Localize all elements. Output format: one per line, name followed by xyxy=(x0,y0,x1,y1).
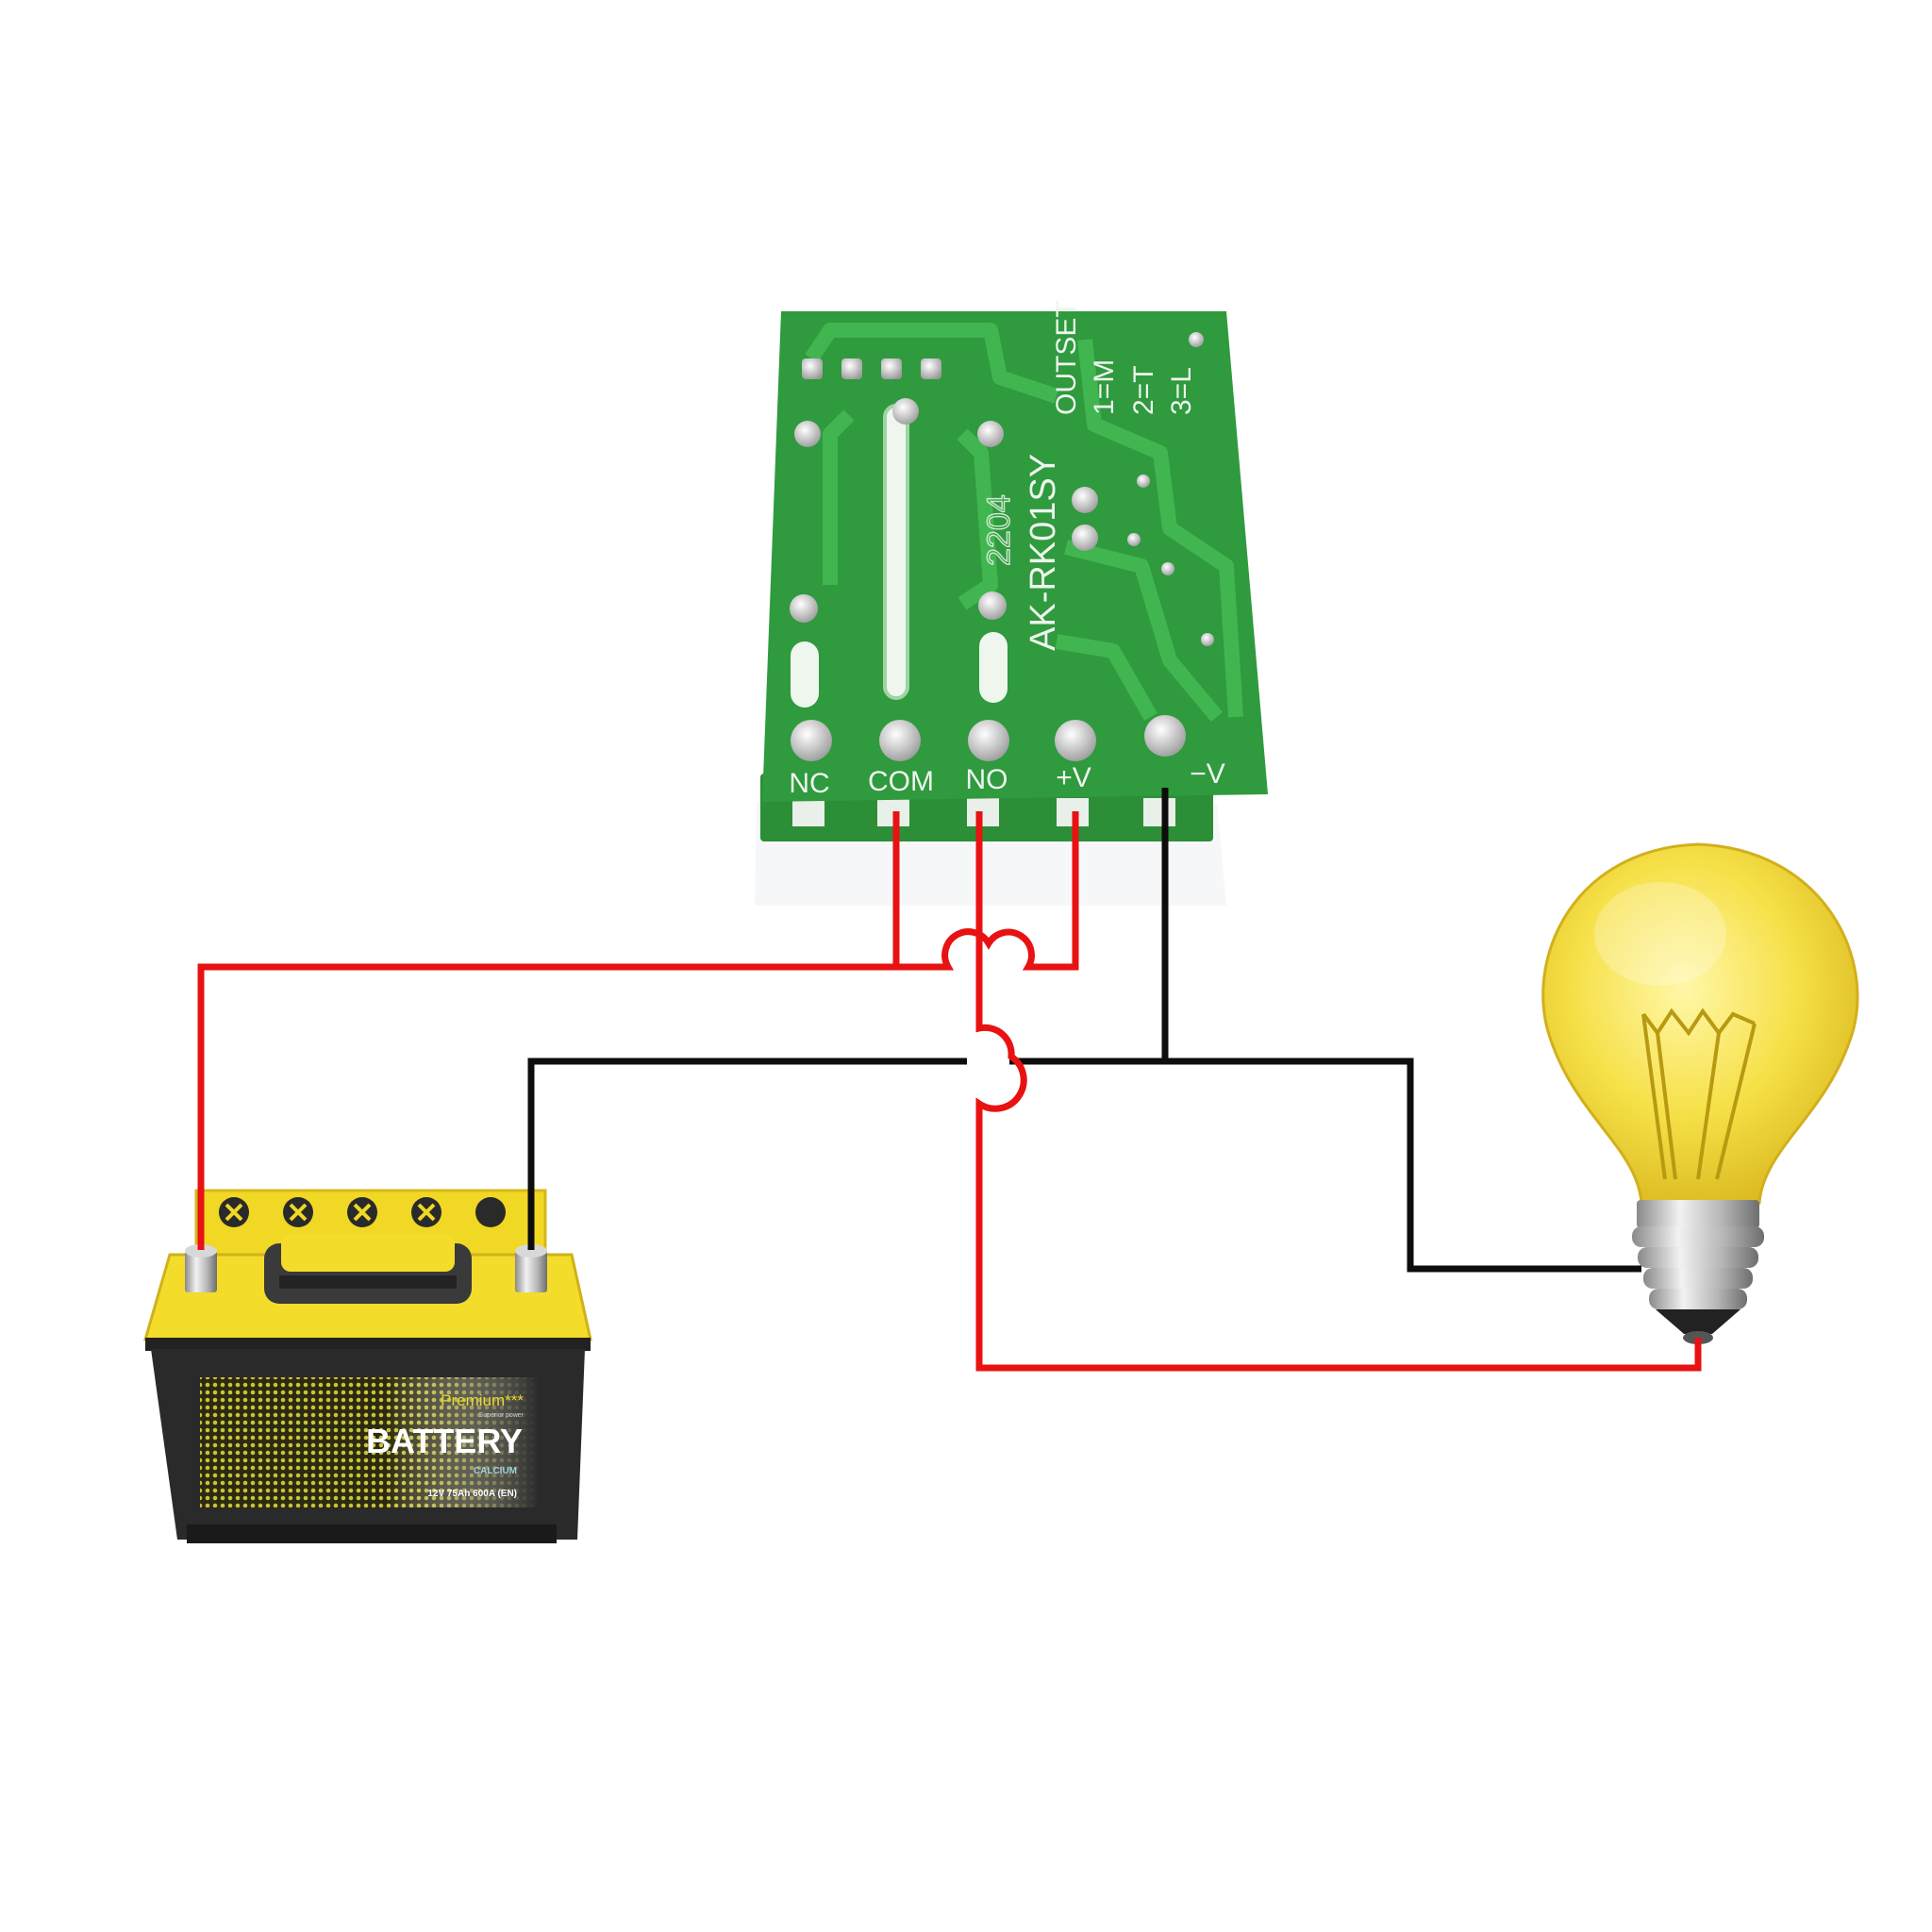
bulb-filament xyxy=(1641,1008,1757,1180)
battery: Premium*** Superior power BATTERY CALCIU… xyxy=(143,1189,592,1543)
outset-option-1: 1=M xyxy=(1089,359,1120,415)
screw-terminals xyxy=(791,715,1186,761)
wire-no-to-bulb xyxy=(975,811,1702,1372)
wire-com-to-plus-v xyxy=(896,811,1079,971)
battery-tagline: Superior power xyxy=(479,1412,525,1419)
battery-type: CALCIUM xyxy=(474,1466,517,1476)
bulb-globe xyxy=(1541,842,1859,1205)
wiring xyxy=(197,788,1702,1372)
bulb-base xyxy=(1632,1200,1764,1344)
wire-battery-negative xyxy=(527,1058,967,1250)
relay-slot xyxy=(883,404,909,700)
wire-battery-positive xyxy=(197,811,900,1250)
outset-option-2: 2=T xyxy=(1128,365,1159,415)
board-date-code: 2204 xyxy=(981,494,1017,566)
negative-wires xyxy=(527,788,1641,1273)
terminal-label-minus-v: −V xyxy=(1190,758,1225,790)
wire-relay-minus-v xyxy=(1161,788,1641,1273)
oval-slot-mid xyxy=(979,632,1008,703)
battery-spec: 12V 75Ah 600A (EN) xyxy=(427,1489,517,1499)
battery-handle xyxy=(264,1234,472,1304)
light-bulb-icon xyxy=(1541,842,1859,1344)
relay-board: NC COM NO +V −V AK-RK01SY 2204 OUTSET 1=… xyxy=(755,300,1268,906)
terminal-label-no: NO xyxy=(966,764,1008,795)
terminal-label-nc: NC xyxy=(789,768,829,799)
terminal-label-com: COM xyxy=(868,766,934,797)
positive-wires xyxy=(197,811,1702,1372)
terminal-label-plus-v: +V xyxy=(1056,762,1091,793)
outset-option-3: 3=L xyxy=(1166,367,1197,415)
battery-foot xyxy=(187,1524,557,1543)
solder-pads xyxy=(790,332,1214,646)
battery-label: Premium*** Superior power BATTERY CALCIU… xyxy=(200,1377,538,1507)
outset-title: OUTSET xyxy=(1051,300,1082,415)
board-model: AK-RK01SY xyxy=(1024,454,1063,651)
battery-brand: Premium*** xyxy=(441,1391,524,1409)
battery-title: BATTERY xyxy=(366,1422,523,1460)
battery-cell-caps xyxy=(219,1197,506,1227)
battery-terminal-negative xyxy=(515,1244,547,1292)
battery-terminal-positive xyxy=(185,1244,217,1292)
pcb-traces xyxy=(805,323,1243,723)
oval-slot-left xyxy=(791,641,819,708)
battery-case-lip xyxy=(145,1338,591,1351)
